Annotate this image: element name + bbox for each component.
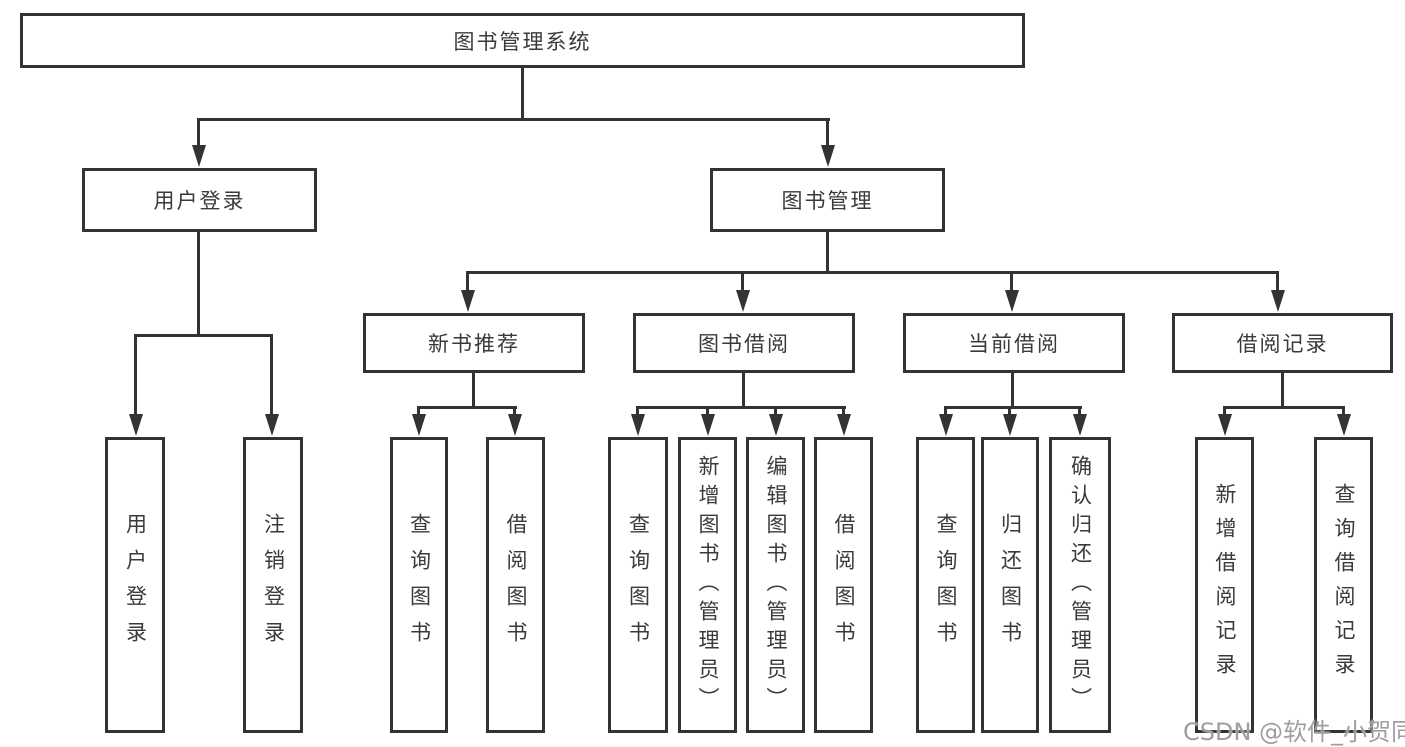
connector-line — [1010, 271, 1013, 293]
leaf-add-borrow-record: 新增借阅记录 — [1195, 437, 1254, 733]
connector-line — [1008, 406, 1011, 416]
arrow-down — [821, 145, 835, 167]
leaf-recommend-borrow-book: 借阅图书 — [486, 437, 545, 733]
arrow-down — [508, 414, 522, 436]
node-book-management-label: 图书管理 — [781, 189, 874, 213]
node-borrow-records-label: 借阅记录 — [1236, 332, 1329, 356]
node-current-borrow-label: 当前借阅 — [968, 332, 1060, 356]
leaf-edit-book-admin-label: 编辑图书（管理员） — [764, 454, 788, 716]
connector-line — [513, 406, 516, 416]
leaf-borrow-query-book: 查询图书 — [608, 437, 668, 733]
node-book-borrow: 图书借阅 — [633, 313, 855, 373]
connector-line — [134, 334, 137, 416]
node-new-book-recommend-label: 新书推荐 — [428, 332, 520, 356]
connector-line — [706, 406, 709, 416]
arrow-down — [129, 414, 143, 436]
leaf-query-borrow-record-label: 查询借阅记录 — [1332, 483, 1356, 687]
arrow-down — [939, 414, 953, 436]
arrow-down — [1218, 414, 1232, 436]
leaf-user-login: 用户登录 — [105, 437, 165, 733]
connector-line — [521, 68, 524, 120]
node-book-management: 图书管理 — [710, 168, 945, 232]
arrow-down — [631, 414, 645, 436]
connector-line — [774, 406, 777, 416]
leaf-logout-label: 注销登录 — [261, 513, 286, 657]
connector-line — [472, 373, 475, 409]
connector-line — [1223, 406, 1344, 409]
connector-line — [1011, 373, 1014, 409]
leaf-add-book-admin: 新增图书（管理员） — [678, 437, 737, 733]
connector-line — [741, 271, 744, 293]
connector-line — [197, 232, 200, 336]
node-user-login-label: 用户登录 — [153, 189, 246, 213]
leaf-confirm-return-admin-label: 确认归还（管理员） — [1068, 454, 1093, 716]
arrow-down — [192, 145, 206, 167]
connector-line — [826, 118, 829, 148]
node-new-book-recommend: 新书推荐 — [363, 313, 585, 373]
leaf-recommend-query-book: 查询图书 — [390, 437, 448, 733]
node-borrow-records: 借阅记录 — [1172, 313, 1393, 373]
leaf-recommend-query-book-label: 查询图书 — [407, 513, 432, 657]
arrow-down — [1271, 290, 1285, 312]
leaf-current-query-book: 查询图书 — [916, 437, 975, 733]
leaf-borrow-book: 借阅图书 — [814, 437, 873, 733]
leaf-borrow-query-book-label: 查询图书 — [626, 513, 651, 657]
arrow-down — [769, 414, 783, 436]
leaf-query-borrow-record: 查询借阅记录 — [1314, 437, 1373, 733]
leaf-recommend-borrow-book-label: 借阅图书 — [504, 513, 528, 657]
connector-line — [270, 334, 273, 416]
leaf-add-borrow-record-label: 新增借阅记录 — [1213, 483, 1237, 687]
connector-line — [466, 271, 469, 293]
arrow-down — [1073, 414, 1087, 436]
connector-line — [742, 373, 745, 409]
connector-line — [134, 334, 273, 337]
connector-line — [417, 406, 420, 416]
connector-line — [466, 271, 1279, 274]
arrow-down — [412, 414, 426, 436]
connector-line — [1281, 373, 1284, 409]
connector-line — [417, 406, 517, 409]
leaf-return-book: 归还图书 — [981, 437, 1039, 733]
connector-line — [1078, 406, 1081, 416]
arrow-down — [1003, 414, 1017, 436]
connector-line — [944, 406, 1082, 409]
arrow-down — [736, 290, 750, 312]
leaf-logout: 注销登录 — [243, 437, 303, 733]
leaf-user-login-label: 用户登录 — [123, 513, 148, 657]
connector-line — [842, 406, 845, 416]
leaf-return-book-label: 归还图书 — [998, 513, 1023, 657]
arrow-down — [265, 414, 279, 436]
arrow-down — [1005, 290, 1019, 312]
node-user-login: 用户登录 — [82, 168, 317, 232]
connector-line — [1276, 271, 1279, 293]
connector-line — [636, 406, 639, 416]
node-root-label: 图书管理系统 — [453, 29, 592, 54]
leaf-edit-book-admin: 编辑图书（管理员） — [746, 437, 805, 733]
arrow-down — [1337, 414, 1351, 436]
leaf-borrow-book-label: 借阅图书 — [832, 513, 856, 657]
arrow-down — [701, 414, 715, 436]
leaf-add-book-admin-label: 新增图书（管理员） — [696, 454, 720, 716]
node-root: 图书管理系统 — [20, 13, 1025, 68]
leaf-confirm-return-admin: 确认归还（管理员） — [1049, 437, 1111, 733]
node-current-borrow: 当前借阅 — [903, 313, 1125, 373]
connector-line — [636, 406, 846, 409]
leaf-current-query-book-label: 查询图书 — [934, 513, 958, 657]
arrow-down — [837, 414, 851, 436]
connector-line — [1342, 406, 1345, 416]
arrow-down — [461, 290, 475, 312]
csdn-watermark: CSDN @软件_小贺同学 — [1183, 718, 1405, 746]
connector-line — [197, 118, 830, 121]
node-book-borrow-label: 图书借阅 — [698, 332, 790, 356]
connector-line — [826, 232, 829, 273]
connector-line — [197, 118, 200, 148]
connector-line — [944, 406, 947, 416]
connector-line — [1223, 406, 1226, 416]
